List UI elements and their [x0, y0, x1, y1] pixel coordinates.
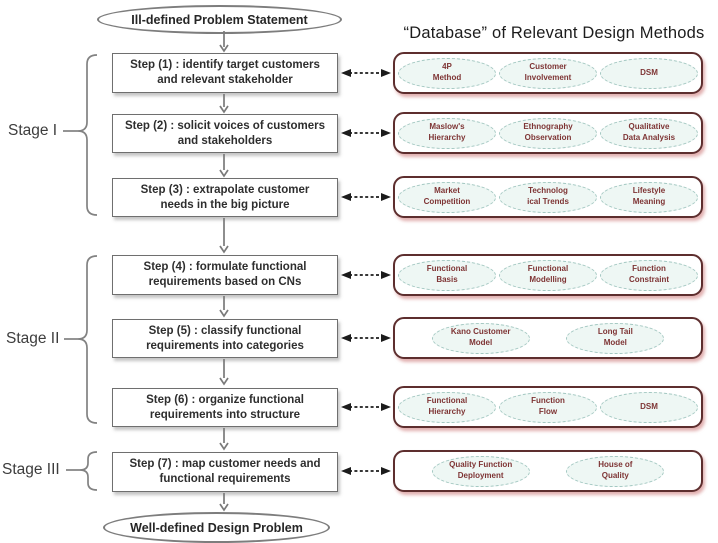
method-ellipse: Function Flow — [499, 391, 597, 423]
double-arrow — [341, 403, 391, 411]
method-ellipse: Long Tail Model — [566, 322, 665, 354]
method-ellipse: Maslow's Hierarchy — [398, 117, 496, 149]
flow-arrowhead-icon — [219, 44, 229, 53]
methods-group-7: Quality Function Deployment House of Qua… — [393, 450, 703, 492]
step-4-box: Step (4) : formulate functional requirem… — [112, 255, 338, 295]
stage-1-label: Stage I — [8, 122, 58, 139]
flow-arrowhead-icon — [219, 309, 229, 318]
method-ellipse: Functional Basis — [398, 259, 496, 291]
stage-3-brace — [79, 451, 98, 491]
stage-3-label: Stage III — [2, 461, 60, 478]
method-ellipse: DSM — [600, 57, 698, 89]
method-ellipse: Qualitative Data Analysis — [600, 117, 698, 149]
stage-braces — [63, 54, 98, 491]
stage-2-brace — [77, 255, 98, 424]
method-ellipse: 4P Method — [398, 57, 496, 89]
flow-arrowhead-icon — [219, 169, 229, 178]
double-arrow — [341, 129, 391, 137]
method-ellipse: Kano Customer Model — [431, 322, 530, 354]
step-7-box: Step (7) : map customer needs and functi… — [112, 452, 338, 492]
method-ellipse: Ethnography Observation — [499, 117, 597, 149]
stage-1-brace — [77, 54, 98, 216]
step-3-box: Step (3) : extrapolate customer needs in… — [112, 178, 338, 217]
stage-2-label: Stage II — [6, 330, 60, 347]
database-title: “Database” of Relevant Design Methods — [403, 24, 705, 42]
methods-group-3: Market Competition Technolog ical Trends… — [393, 176, 703, 218]
method-ellipse: Technolog ical Trends — [499, 181, 597, 213]
method-ellipse: House of Quality — [566, 455, 665, 487]
step-6-box: Step (6) : organize functional requireme… — [112, 388, 338, 427]
methods-group-5: Kano Customer Model Long Tail Model — [393, 317, 703, 359]
double-arrow — [341, 271, 391, 279]
flow-arrowhead-icon — [219, 105, 229, 114]
step-5-box: Step (5) : classify functional requireme… — [112, 319, 338, 358]
method-ellipse: Market Competition — [398, 181, 496, 213]
double-arrow — [341, 334, 391, 342]
method-ellipse: Functional Hierarchy — [398, 391, 496, 423]
methods-group-1: 4P Method Customer Involvement DSM — [393, 52, 703, 94]
flow-arrowhead-icon — [219, 245, 229, 254]
methods-group-6: Functional Hierarchy Function Flow DSM — [393, 386, 703, 428]
double-arrow — [341, 467, 391, 475]
method-ellipse: Functional Modelling — [499, 259, 597, 291]
flow-arrowhead-icon — [219, 442, 229, 451]
methods-group-2: Maslow's Hierarchy Ethnography Observati… — [393, 112, 703, 154]
step-1-box: Step (1) : identify target customers and… — [112, 53, 338, 93]
link-arrows — [341, 69, 391, 475]
start-terminal: Ill-defined Problem Statement — [97, 5, 342, 34]
method-ellipse: Quality Function Deployment — [431, 455, 530, 487]
method-ellipse: Customer Involvement — [499, 57, 597, 89]
methods-group-4: Functional Basis Functional Modelling Fu… — [393, 254, 703, 296]
flow-arrowhead-icon — [219, 503, 229, 512]
double-arrow — [341, 193, 391, 201]
method-ellipse: DSM — [600, 391, 698, 423]
double-arrow — [341, 69, 391, 77]
end-terminal: Well-defined Design Problem — [103, 512, 330, 543]
flow-arrowhead-icon — [219, 377, 229, 386]
method-ellipse: Lifestyle Meaning — [600, 181, 698, 213]
step-2-box: Step (2) : solicit voices of customers a… — [112, 114, 338, 153]
method-ellipse: Function Constraint — [600, 259, 698, 291]
